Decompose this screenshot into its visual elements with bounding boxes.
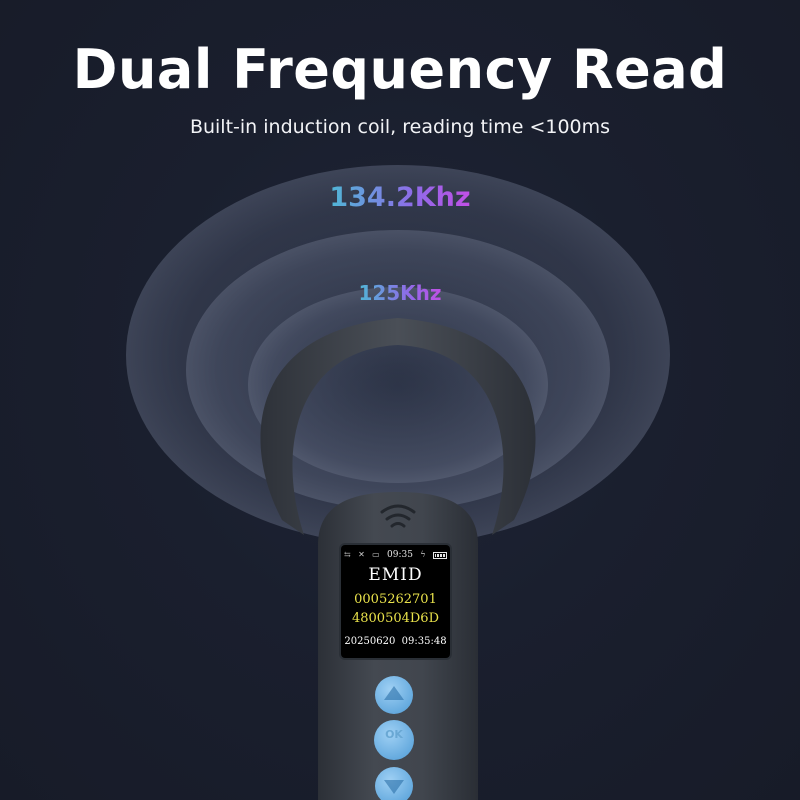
frequency-inner-text: 125Khz bbox=[358, 281, 442, 305]
usb-icon: ⇆ bbox=[344, 550, 351, 559]
device-screen: ⇆ ✕ ▭ 09:35 ϟ EMID 0005262701 4800504D6D… bbox=[341, 545, 450, 658]
down-arrow-button[interactable] bbox=[375, 767, 413, 800]
computer-icon: ▭ bbox=[372, 550, 380, 559]
battery-icon bbox=[432, 551, 447, 559]
frequency-label-inner: 125Khz bbox=[0, 281, 800, 305]
read-mode: EMID bbox=[368, 565, 423, 585]
read-clock: 09:35:48 bbox=[401, 636, 447, 647]
wave-ring-inner bbox=[248, 287, 548, 483]
status-time: 09:35 bbox=[387, 550, 413, 560]
frequency-label-outer: 134.2Khz bbox=[0, 182, 800, 213]
headline: Dual Frequency Read bbox=[72, 38, 728, 101]
subheadline: Built-in induction coil, reading time <1… bbox=[189, 116, 611, 138]
tag-line-2: 4800504D6D bbox=[351, 611, 439, 626]
charging-icon: ϟ bbox=[420, 550, 426, 559]
status-bar: ⇆ ✕ ▭ 09:35 ϟ bbox=[344, 548, 447, 562]
ok-button[interactable] bbox=[374, 720, 414, 760]
ok-button-label: OK bbox=[385, 728, 403, 741]
read-date: 20250620 bbox=[344, 636, 396, 647]
tag-line-1: 0005262701 bbox=[354, 592, 437, 607]
frequency-outer-text: 134.2Khz bbox=[329, 182, 471, 213]
antenna-loop bbox=[260, 318, 536, 535]
wireless-icon bbox=[380, 504, 416, 528]
bluetooth-off-icon: ✕ bbox=[358, 550, 365, 559]
read-timestamp: 20250620 09:35:48 bbox=[341, 636, 450, 647]
up-arrow-button[interactable] bbox=[375, 676, 413, 714]
